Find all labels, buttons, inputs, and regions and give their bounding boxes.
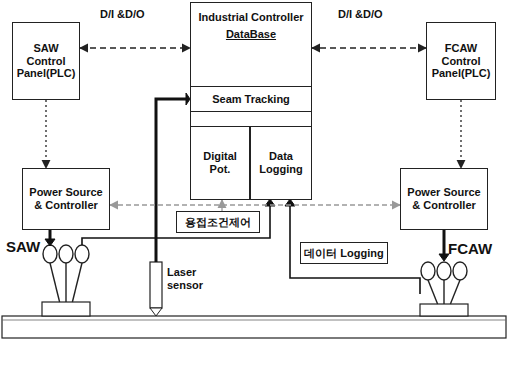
connector [312, 47, 426, 48]
box-text: Power Source & Controller [403, 186, 485, 211]
torch-head [453, 262, 467, 280]
box-text: 용접조건제어 [185, 216, 251, 229]
box-text: SAW Control Panel(PLC) [15, 42, 77, 80]
control-panel: SAW Control Panel(PLC) [12, 22, 80, 100]
part-label: SAW [6, 238, 40, 255]
torch-stem [72, 263, 82, 302]
fcaw-torch-base [420, 304, 468, 316]
torch-head [421, 262, 435, 280]
laser-sensor-body [150, 262, 162, 308]
connector [221, 200, 222, 211]
torch-stem [443, 280, 444, 304]
box-text: DataBase [226, 28, 276, 41]
workpiece-plate [2, 316, 506, 338]
fcaw-power-line [443, 230, 446, 255]
controller-box: Industrial ControllerDataBaseSeam Tracki… [190, 2, 312, 200]
torch-stem [65, 263, 66, 302]
torch-head [59, 245, 73, 263]
torch-head [43, 245, 57, 263]
module-box: Data Logging [250, 126, 312, 200]
box-text: 데이터 Logging [304, 247, 383, 260]
power-source-box: Power Source & Controller [400, 168, 488, 230]
control-panel: FCAW Control Panel(PLC) [426, 22, 496, 100]
connector [460, 100, 461, 168]
torch-group [43, 245, 467, 304]
torch-stem [450, 280, 460, 304]
saw-torch-base [42, 302, 90, 316]
torch-head [75, 245, 89, 263]
arrowhead [439, 254, 449, 261]
callout-box: 데이터 Logging [300, 242, 388, 264]
box-text: Digital Pot. [193, 150, 247, 175]
module-box: Digital Pot. [190, 126, 250, 200]
plate-edge [2, 320, 506, 321]
arrowhead [45, 239, 55, 246]
torch-stem [428, 280, 438, 304]
box-text: FCAW Control Panel(PLC) [429, 42, 493, 80]
callout-box: 용접조건제어 [176, 211, 260, 233]
connector [110, 204, 400, 205]
part-label: Laser sensor [167, 266, 211, 291]
signal-label: D/I &D/O [338, 8, 383, 21]
saw-logging-line [82, 205, 270, 245]
connector [45, 100, 46, 168]
signal-label: D/I &D/O [100, 8, 145, 21]
connector [80, 47, 190, 48]
torch-stem [50, 263, 60, 302]
torch-head [437, 262, 451, 280]
module-box: Seam Tracking [190, 86, 312, 112]
box-text: Power Source & Controller [25, 186, 107, 211]
part-label: FCAW [448, 240, 492, 257]
box-text: Data Logging [253, 150, 309, 175]
box-text: Industrial Controller [198, 11, 303, 24]
laser-sensor-tip [150, 308, 162, 316]
power-source-box: Power Source & Controller [22, 168, 110, 230]
box-text: Seam Tracking [212, 93, 290, 106]
